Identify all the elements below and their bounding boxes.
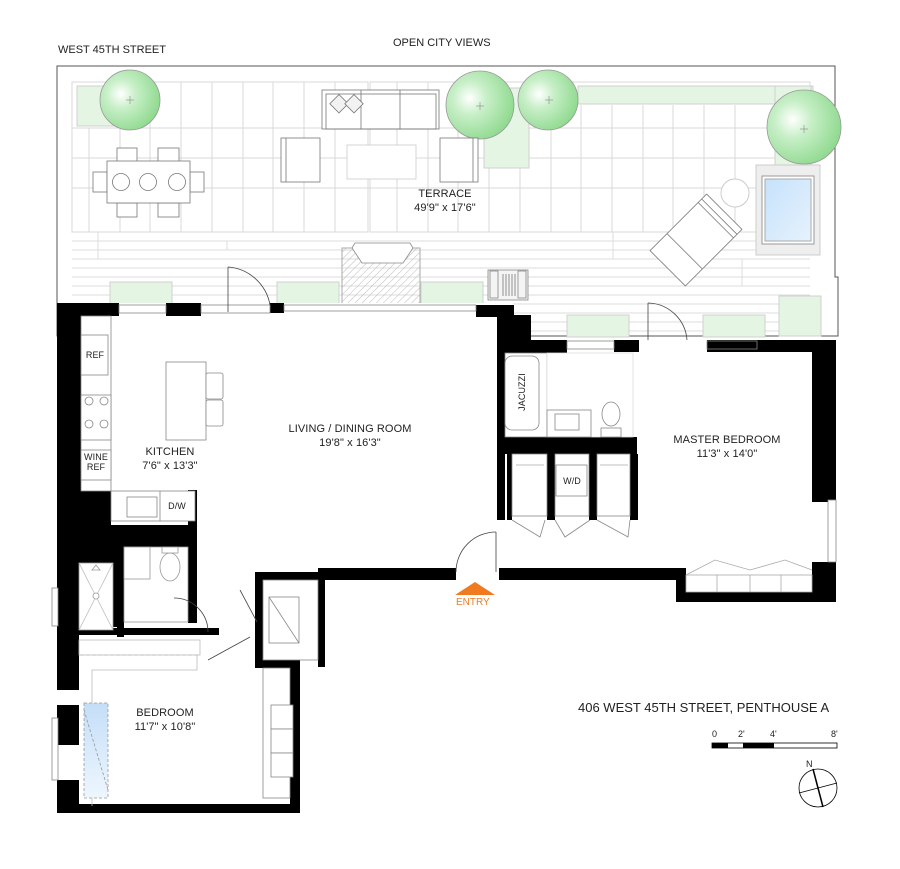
fixture-ref: REF [85,350,105,360]
hall-closet [262,579,319,799]
room-label-living: LIVING / DINING ROOM 19'8" x 16'3" [270,422,430,450]
room-label-master: MASTER BEDROOM 11'3" x 14'0" [662,433,792,461]
hall-bathroom [78,546,189,631]
master-bathroom [504,352,634,438]
fixture-ref-line: REF [86,462,106,472]
window-seat [685,559,813,593]
room-dims: 7'6" x 13'3" [142,460,198,472]
entry-label: ENTRY [456,597,490,608]
windows [51,304,837,781]
room-dims: 11'7" x 10'8" [134,721,196,733]
chaise-lounge [649,193,743,287]
entry-arrow-icon [455,582,495,595]
north-arrow-icon [798,768,838,808]
terrace-dining-table [92,147,205,218]
scale-bar [711,742,838,749]
views-label: OPEN CITY VIEWS [393,37,491,49]
room-label-kitchen: KITCHEN 7'6" x 13'3" [130,445,210,473]
master-closets [511,453,631,538]
trees [99,69,842,165]
fixture-wine-line: WINE [84,452,108,462]
address-label: 406 WEST 45TH STREET, PENTHOUSE A [578,700,830,715]
room-name: BEDROOM [136,707,194,719]
doors [173,266,688,661]
room-label-bedroom: BEDROOM 11'7" x 10'8" [125,706,205,734]
side-table [720,178,750,208]
fixture-jacuzzi: JACUZZI [517,373,527,411]
room-name: MASTER BEDROOM [673,434,781,446]
fixture-washer-dryer: W/D [563,476,581,486]
bedroom-fixtures [78,639,201,806]
room-label-terrace: TERRACE 49'9" x 17'6" [385,187,505,215]
terrace-lounge [280,89,479,183]
walls [57,303,836,813]
room-name: KITCHEN [145,446,195,458]
scale-tick-8: 8' [831,729,838,739]
room-dims: 19'8" x 16'3" [319,437,381,449]
room-name: TERRACE [418,188,472,200]
fixture-dishwasher: D/W [168,501,186,511]
street-label: WEST 45TH STREET [58,44,166,56]
plunge-pool [755,164,821,256]
scale-tick-0: 0 [712,729,718,739]
north-label: N [806,759,813,769]
scale-tick-2: 2' [738,729,745,739]
fixture-wine-ref: WINE REF [82,452,110,472]
kitchen-fixtures [80,315,224,522]
ac-unit [487,269,529,301]
room-dims: 49'9" x 17'6" [414,202,476,214]
scale-tick-4: 4' [770,729,777,739]
room-dims: 11'3" x 14'0" [696,448,758,460]
room-name: LIVING / DINING ROOM [288,423,412,435]
terrace-area [56,65,842,338]
